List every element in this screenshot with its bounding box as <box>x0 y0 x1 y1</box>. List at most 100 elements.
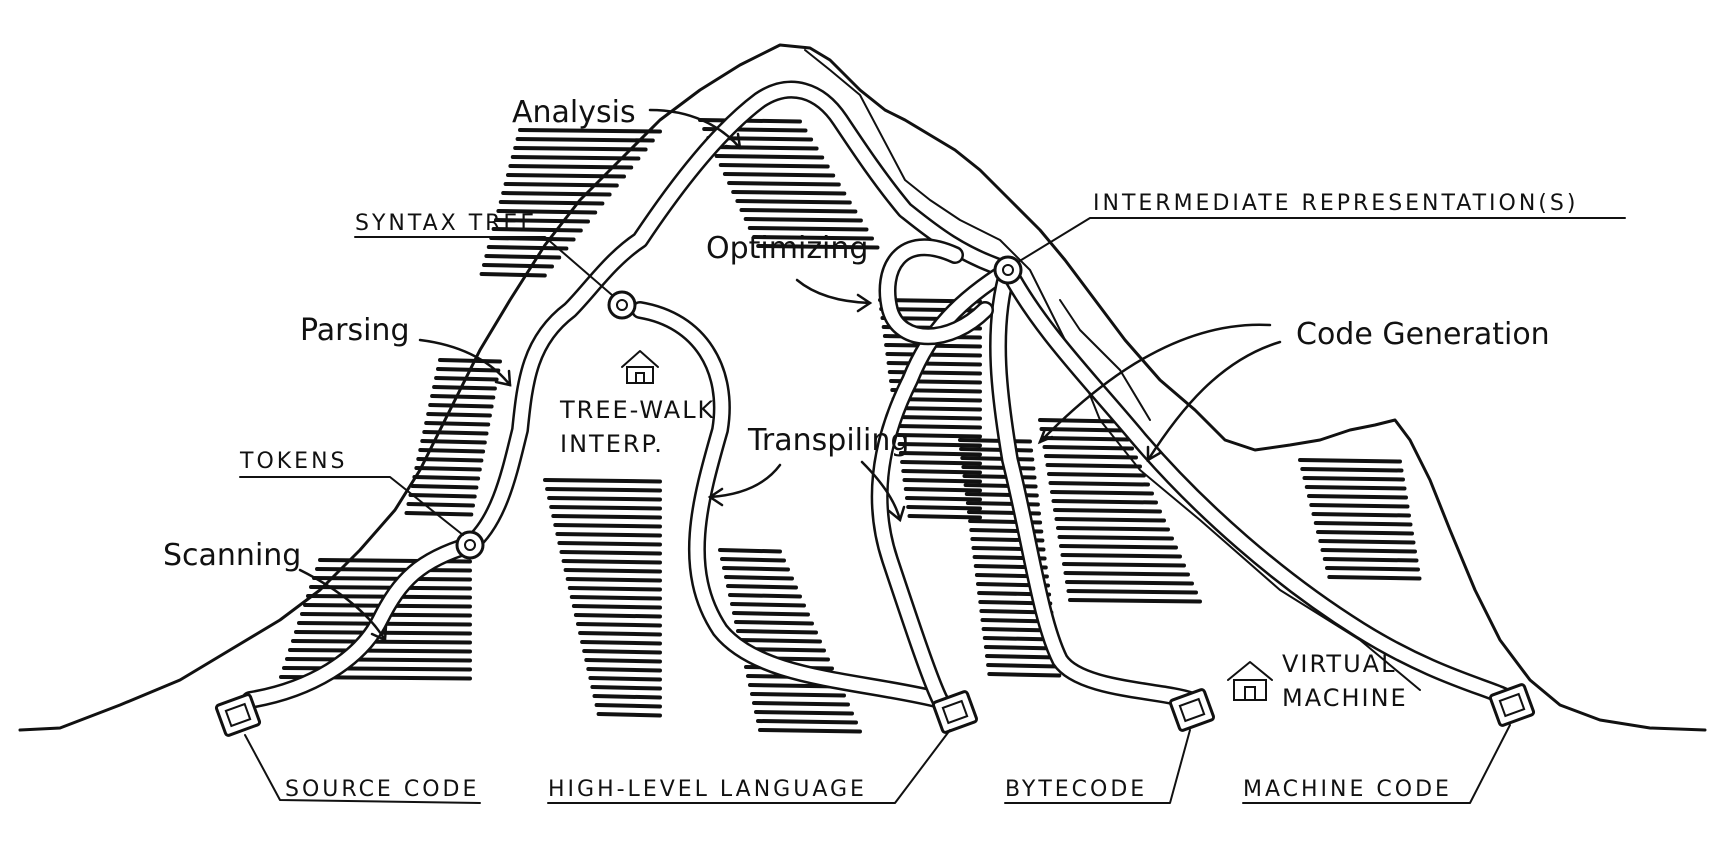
hatch-stroke <box>1311 512 1411 518</box>
hatch-stroke <box>482 263 554 269</box>
hatch-stroke <box>726 584 798 590</box>
hatch-stroke <box>902 478 982 484</box>
hatch-stroke <box>1062 562 1186 568</box>
hatch-stroke <box>962 474 1037 480</box>
hatch-stroke <box>728 593 802 599</box>
hatch-stroke <box>714 154 825 160</box>
waypoint-label-tokens: TOKENS <box>239 449 348 474</box>
hatch-stroke <box>503 182 619 188</box>
hatch-stroke <box>557 541 662 547</box>
waypoint-syntax-tree <box>607 290 637 320</box>
hatch-stroke <box>1065 580 1194 586</box>
hatch-stroke <box>961 465 1036 471</box>
hatch-stroke <box>543 478 662 484</box>
hatch-stroke <box>424 421 491 427</box>
hatch-stroke <box>428 403 494 409</box>
hatch-stroke <box>754 710 854 716</box>
hatch-stroke <box>545 487 662 493</box>
hatch-stroke <box>734 620 814 626</box>
endpoint-label-machine-code: MACHINE CODE <box>1243 777 1452 802</box>
stage-label-optimizing: Optimizing <box>706 231 868 266</box>
hatch-stroke <box>288 648 472 654</box>
hatch-stroke <box>508 164 634 170</box>
hatch-stroke <box>569 595 662 601</box>
hatch-stroke <box>513 146 648 152</box>
hatch-stroke <box>900 460 982 466</box>
hatch-stroke <box>420 439 487 445</box>
hatch-stroke <box>312 576 472 582</box>
arrow-icon <box>418 338 512 387</box>
house-label-machine: MACHINE <box>1282 684 1408 712</box>
stage-label-parsing: Parsing <box>300 313 409 348</box>
hatch-stroke <box>567 586 662 592</box>
hatch-stroke <box>987 672 1062 678</box>
hatch-stroke <box>559 550 662 556</box>
hatch-stroke <box>756 719 858 725</box>
leader-line <box>1017 217 1626 263</box>
chip-icon <box>1168 688 1216 732</box>
hatch-stroke <box>491 227 583 233</box>
waypoint-label-syntax-tree: SYNTAX TREE <box>355 211 537 236</box>
hatch-stroke <box>430 394 496 400</box>
hatch-stroke <box>1300 467 1404 473</box>
hatch-stroke <box>750 692 846 698</box>
hatch-stroke <box>426 412 492 418</box>
hatch-stroke <box>571 604 662 610</box>
hatch-stroke <box>406 502 475 508</box>
endpoint-label-source-code: SOURCE CODE <box>285 777 479 802</box>
mountain-outline <box>18 43 1707 732</box>
hatch-stroke <box>958 438 1032 444</box>
arrow-icon <box>1146 340 1282 463</box>
hatch-stroke <box>906 505 982 511</box>
hatch-stroke <box>576 622 662 628</box>
arrow-icon <box>707 463 782 507</box>
leader-line <box>1242 724 1511 804</box>
hatch-stroke <box>885 352 982 358</box>
hatch-stroke <box>580 640 662 646</box>
hatch-stroke <box>983 645 1058 651</box>
stage-label-transpiling: Transpiling <box>747 423 909 458</box>
hatch-stroke <box>894 415 982 421</box>
hatch-stroke <box>905 496 982 502</box>
hatch-stroke <box>732 611 810 617</box>
hatch-stroke <box>722 172 836 178</box>
hatch-stroke <box>752 235 874 241</box>
hatch-stroke <box>506 173 626 179</box>
hatch-stroke <box>758 728 862 734</box>
endpoint-label-bytecode: BYTECODE <box>1005 777 1147 802</box>
hatch-stroke <box>736 629 818 635</box>
hatch-stroke <box>1042 445 1134 451</box>
hatch-stroke <box>561 559 662 565</box>
hatch-stroke <box>555 532 662 538</box>
hatch-stroke <box>1322 557 1419 563</box>
hatch-stroke <box>573 613 662 619</box>
hatch-stroke <box>549 505 662 511</box>
hatch-stroke <box>596 712 662 718</box>
hatch-stroke <box>1060 553 1182 559</box>
hatch-stroke <box>551 514 662 520</box>
house-label-virtual: VIRTUAL <box>1282 650 1396 678</box>
hatch-stroke <box>752 701 850 707</box>
hatch-stroke <box>1313 521 1413 527</box>
hatch-stroke <box>907 514 982 520</box>
hatch-stroke <box>1320 548 1417 554</box>
hatch-stroke <box>1044 454 1138 460</box>
hatch-stroke <box>886 361 982 367</box>
hatch-stroke <box>414 466 482 472</box>
house-icon <box>1227 661 1273 701</box>
hatch-stroke <box>1038 418 1122 424</box>
hatch-stroke <box>404 511 474 517</box>
arrow-icon <box>860 460 906 523</box>
hatch-stroke <box>422 430 489 436</box>
hatch-stroke <box>739 208 858 214</box>
endpoint-label-high-level-language: HIGH-LEVEL LANGUAGE <box>548 777 867 802</box>
hatch-stroke <box>1051 499 1158 505</box>
hatch-stroke <box>515 137 655 143</box>
hatch-stroke <box>1302 476 1405 482</box>
hatch-stroke <box>1057 535 1174 541</box>
hatch-stroke <box>584 658 662 664</box>
leader-line <box>244 734 481 804</box>
hatch-stroke <box>903 487 982 493</box>
hatch-stroke <box>1066 589 1198 595</box>
